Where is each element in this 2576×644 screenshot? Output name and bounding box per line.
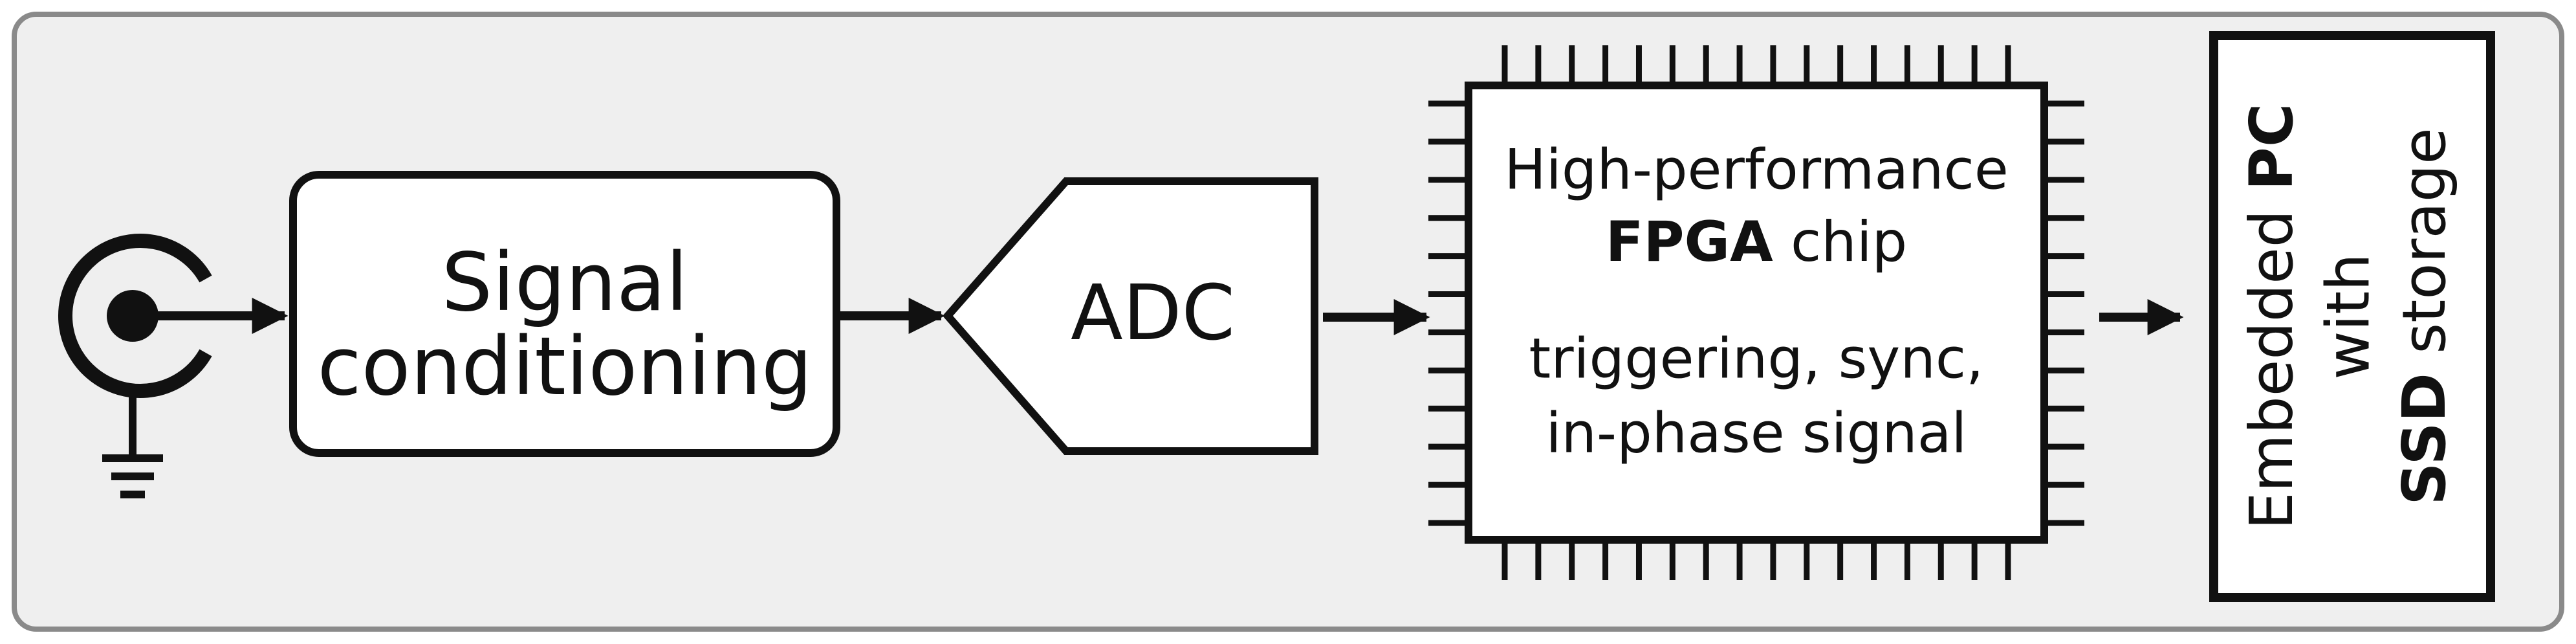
fpga-label-bold: FPGA [1606,210,1773,274]
pc-label-line2: with [2313,253,2383,379]
adc-label: ADC [1071,268,1235,357]
coaxial-connector-icon [58,234,289,398]
fpga-pins [1428,45,2084,580]
pc-label-line1: Embedded PC [2237,104,2306,530]
fpga-label-chip: chip [1773,210,1908,274]
pc-label-line3: SSD storage [2390,128,2459,505]
signal-conditioning-label-line2: conditioning [317,320,812,414]
embedded-pc-block: Embedded PC with SSD storage [2209,31,2495,602]
adc-block: ADC [943,177,1318,455]
pc-label-ssd: SSD [2390,373,2459,505]
fpga-chip-block: High-performance FPGA chip triggering, s… [1428,45,2084,580]
fpga-label-line2: FPGA chip [1606,210,1908,274]
pc-label-pc: PC [2237,104,2306,191]
signal-conditioning-block: Signal conditioning [289,171,840,457]
pc-label-embedded: Embedded [2237,191,2306,530]
signal-conditioning-label-line1: Signal [442,236,688,329]
ground-symbol-icon [102,388,163,498]
pc-label-storage: storage [2390,128,2459,373]
fpga-label-line3: triggering, sync, [1529,326,1984,391]
fpga-label-line1: High-performance [1504,137,2008,202]
fpga-label-line4: in-phase signal [1546,401,1967,465]
